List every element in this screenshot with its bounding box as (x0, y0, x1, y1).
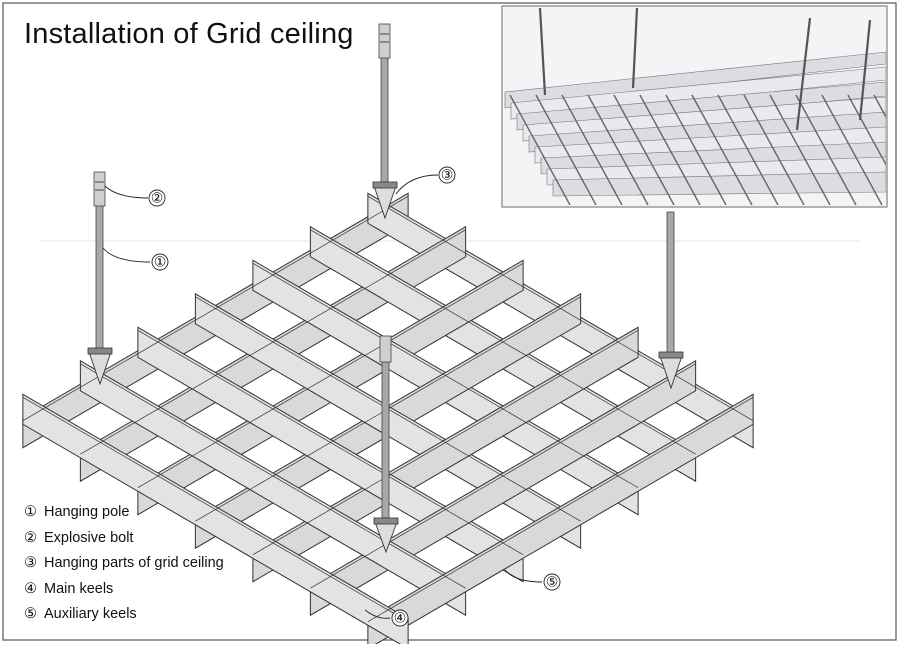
callout-5: ⑤ (504, 569, 561, 591)
callout-2: ② (104, 185, 166, 207)
callout-3: ③ (395, 167, 456, 195)
callout-4: ④ (364, 610, 409, 627)
explosive-bolt (379, 335, 392, 363)
callout-label-5: ⑤ (546, 574, 559, 590)
hanging-pole-left (87, 171, 113, 386)
explosive-bolt (378, 23, 391, 59)
hanging-pole-right (658, 211, 684, 390)
callout-1: ① (102, 247, 169, 271)
callout-label-1: ① (154, 254, 167, 270)
page-title: Installation of Grid ceiling (24, 18, 354, 50)
callout-label-3: ③ (441, 167, 454, 183)
explosive-bolt (93, 171, 106, 207)
hanging-pole-center (373, 335, 399, 554)
inset-photo (501, 5, 888, 208)
callout-label-4: ④ (394, 610, 407, 626)
callout-label-2: ② (151, 190, 164, 206)
inset-grid-photo (503, 7, 886, 206)
main-keel (79, 359, 467, 617)
hanging-pole-top (372, 23, 398, 220)
